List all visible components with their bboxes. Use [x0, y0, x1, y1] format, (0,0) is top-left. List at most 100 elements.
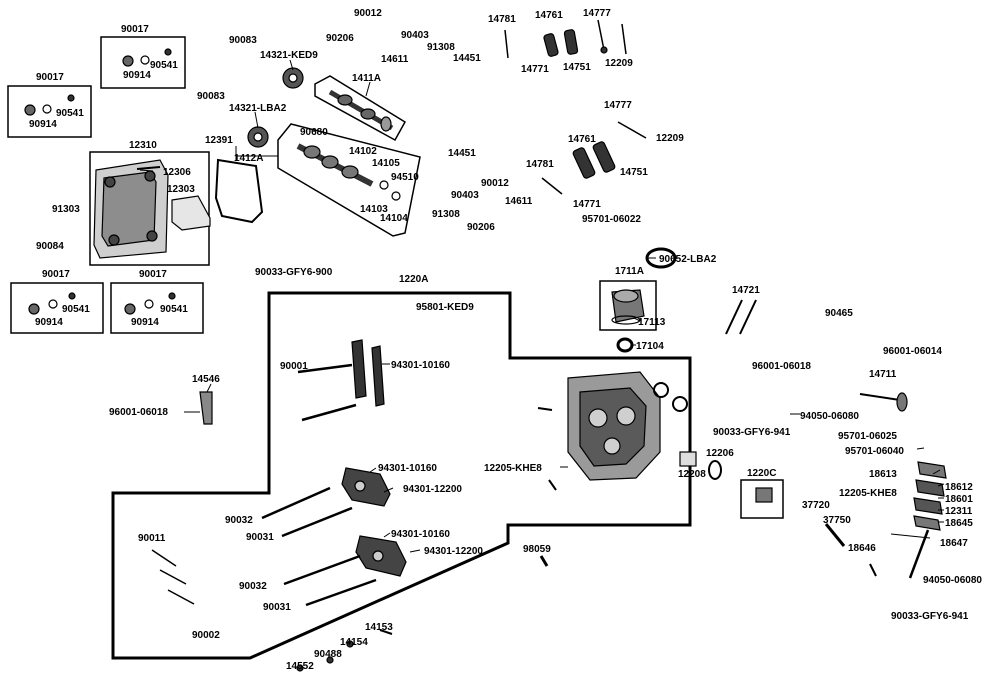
label-90652-lba2: 90652-LBA2	[659, 254, 717, 265]
label-18645: 18645	[945, 518, 973, 529]
label-90083-a: 90083	[229, 35, 257, 46]
ring-b-drawing	[672, 396, 688, 412]
label-14552: 14552	[286, 661, 314, 672]
valve-14711-drawing	[859, 392, 908, 412]
label-14451-a: 14451	[453, 53, 481, 64]
label-18601: 18601	[945, 494, 973, 505]
label-18613: 18613	[869, 469, 897, 480]
label-17104: 17104	[636, 341, 664, 352]
label-14777-a: 14777	[583, 8, 611, 19]
label-90465: 90465	[825, 308, 853, 319]
small-parts-drawing	[296, 407, 846, 672]
label-1220a: 1220A	[399, 274, 428, 285]
label-14711: 14711	[869, 369, 897, 380]
label-18647: 18647	[940, 538, 968, 549]
label-95701-06040: 95701-06040	[845, 446, 904, 457]
group-frames	[7, 36, 784, 660]
label-14104: 14104	[380, 213, 408, 224]
frame-1412a	[277, 123, 421, 237]
label-14721: 14721	[732, 285, 760, 296]
label-90017-a: 90017	[121, 24, 149, 35]
frame-12310	[89, 151, 210, 266]
label-90403-a: 90403	[401, 30, 429, 41]
label-37750: 37750	[823, 515, 851, 526]
label-1411a: 1411A	[352, 73, 381, 84]
label-37720: 37720	[802, 500, 830, 511]
label-90680: 90680	[300, 127, 328, 138]
label-14771-a: 14771	[521, 64, 549, 75]
label-90012-a: 90012	[354, 8, 382, 19]
label-12310: 12310	[129, 140, 157, 151]
label-12209-b: 12209	[656, 133, 684, 144]
frame-1220c	[740, 479, 784, 519]
frame-1711a	[599, 280, 657, 331]
label-90031-b: 90031	[263, 602, 291, 613]
camshaft-1412a-drawing	[296, 143, 401, 201]
label-90541-d: 90541	[160, 304, 188, 315]
label-12205-khe8-b: 12205-KHE8	[839, 488, 897, 499]
label-14102: 14102	[349, 146, 377, 157]
cover-plate-12303-drawing	[171, 195, 211, 231]
label-90033-gfy6-941-a: 90033-GFY6-941	[713, 427, 791, 438]
frame-90017-a	[100, 36, 186, 89]
label-12391: 12391	[205, 135, 233, 146]
label-95701-06022: 95701-06022	[582, 214, 641, 225]
intake-17113-drawing	[611, 289, 645, 325]
label-91308-b: 91308	[432, 209, 460, 220]
label-94301-12200-a: 94301-12200	[403, 484, 462, 495]
cam-holder-upper-drawing	[341, 467, 391, 507]
label-18646: 18646	[848, 543, 876, 554]
tensioner-assembly-drawing	[869, 461, 947, 579]
label-90914-c: 90914	[35, 317, 63, 328]
label-95701-06025: 95701-06025	[838, 431, 897, 442]
label-90032-a: 90032	[225, 515, 253, 526]
o-ring-17104-drawing	[616, 337, 634, 353]
label-14611-b: 14611	[505, 196, 533, 207]
frame-90017-c	[10, 282, 104, 334]
label-14154: 14154	[340, 637, 368, 648]
gasket-12391-drawing	[214, 158, 264, 224]
label-14103: 14103	[360, 204, 388, 215]
label-14781-b: 14781	[526, 159, 554, 170]
label-90083-b: 90083	[197, 91, 225, 102]
studs-drawing	[261, 363, 377, 607]
bracket-14546-drawing	[199, 391, 213, 425]
bolts-90011-drawing	[151, 549, 195, 605]
label-90206-a: 90206	[326, 33, 354, 44]
label-1220c: 1220C	[747, 468, 776, 479]
label-14771-b: 14771	[573, 199, 601, 210]
label-90017-d: 90017	[139, 269, 167, 280]
leader-lines	[139, 59, 945, 553]
label-90914-b: 90914	[29, 119, 57, 130]
label-94301-12200-b: 94301-12200	[424, 546, 483, 557]
valve-cover-drawing	[93, 159, 169, 259]
label-90017-b: 90017	[36, 72, 64, 83]
label-18612: 18612	[945, 482, 973, 493]
label-12208: 12208	[678, 469, 706, 480]
label-90017-c: 90017	[42, 269, 70, 280]
label-14105: 14105	[372, 158, 400, 169]
label-14761-a: 14761	[535, 10, 563, 21]
label-1412a: 1412A	[234, 153, 263, 164]
label-14546: 14546	[192, 374, 220, 385]
label-12209-a: 12209	[605, 58, 633, 69]
part-labels: 90012 14781 14761 14777 90017 90083 9020…	[29, 8, 982, 672]
label-90032-b: 90032	[239, 581, 267, 592]
label-12206: 12206	[706, 448, 734, 459]
frame-90017-d	[110, 282, 204, 334]
label-98059: 98059	[523, 544, 551, 555]
label-14777-b: 14777	[604, 100, 632, 111]
label-1711a: 1711A	[615, 266, 644, 277]
label-17113: 17113	[638, 317, 666, 328]
label-96001-06014: 96001-06014	[883, 346, 942, 357]
label-14761-b: 14761	[568, 134, 596, 145]
label-14451-b: 14451	[448, 148, 476, 159]
valves-14721-drawing	[725, 299, 757, 335]
label-12205-khe8-a: 12205-KHE8	[484, 463, 542, 474]
sprocket-ked9-drawing	[282, 67, 304, 89]
label-96001-06018-b: 96001-06018	[109, 407, 168, 418]
label-12303: 12303	[167, 184, 195, 195]
label-90012-b: 90012	[481, 178, 509, 189]
label-14781-a: 14781	[488, 14, 516, 25]
label-14751-a: 14751	[563, 62, 591, 73]
